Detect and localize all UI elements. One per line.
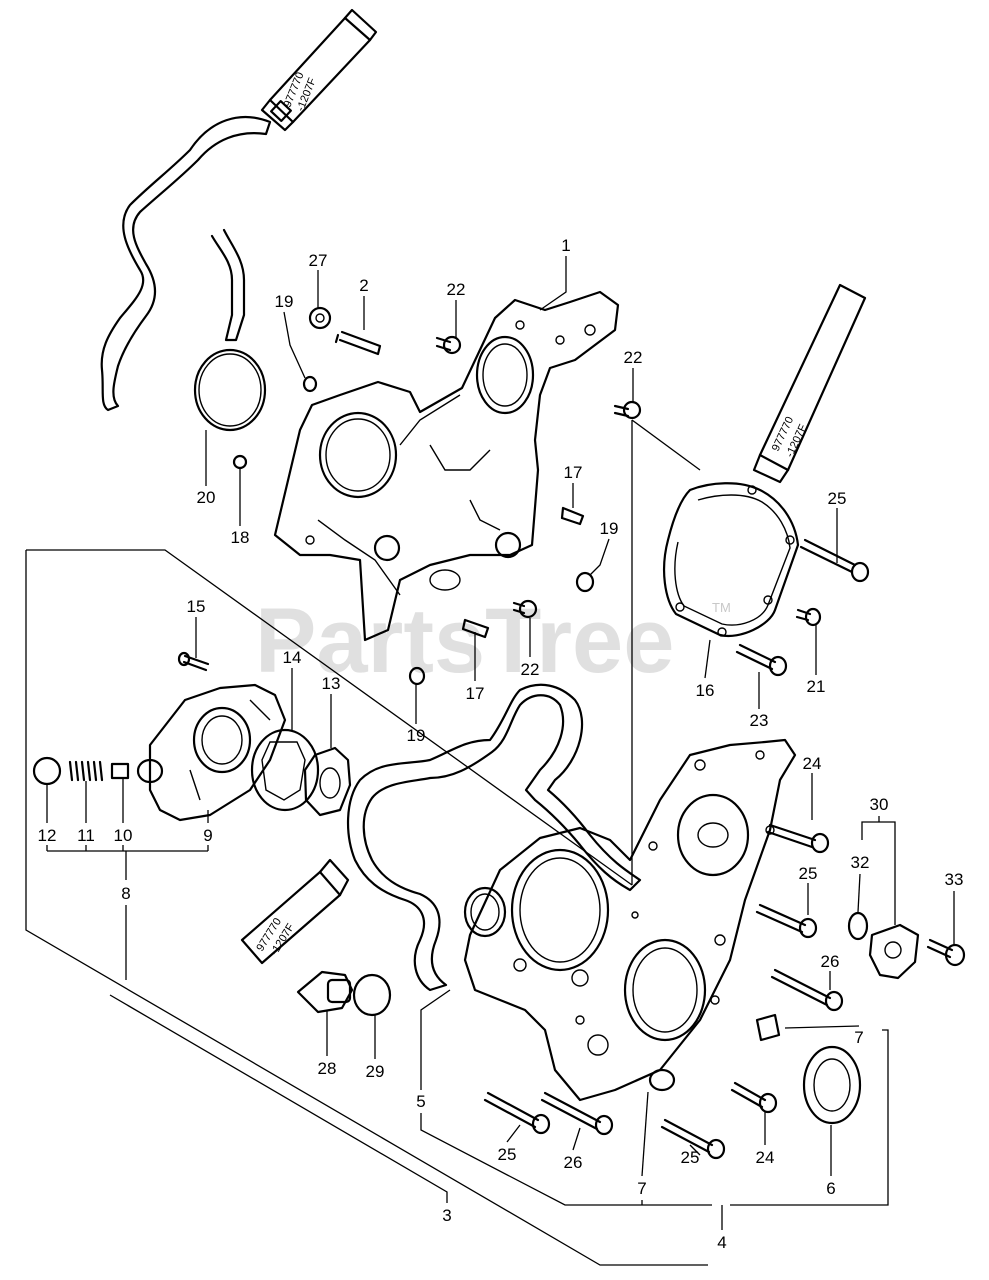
callout-c18: 18 [231,528,250,547]
callout-c26a: 26 [821,952,840,971]
callout-c6: 6 [826,1179,835,1198]
nut-27 [308,306,332,330]
sealant-tube-top: 977770 -1207F [260,8,378,132]
callout-c20: 20 [197,488,216,507]
cap-12 [32,756,62,786]
callout-c25c: 25 [498,1145,517,1164]
bolt-22-bottom [512,599,538,619]
callout-c9: 9 [203,826,212,845]
dowel-17b [461,618,490,639]
o-ring-19c [408,666,426,686]
callout-c25a: 25 [828,489,847,508]
callout-c12: 12 [38,826,57,845]
gasket-upper-tail [210,228,246,342]
sealant-tube-right: 977770 -1207F [752,283,867,484]
plug-7a [755,1013,781,1042]
callout-c22c: 22 [521,660,540,679]
watermark-text: PartsTree [255,590,674,692]
bolt-26-bottom [540,1091,614,1136]
callout-c17b: 17 [466,684,485,703]
callout-c22a: 22 [447,280,466,299]
callout-c21: 21 [807,677,826,696]
timing-case [463,738,797,1102]
plug-7b [648,1068,676,1092]
rotor-14 [250,728,320,812]
o-ring-29 [352,973,392,1017]
callout-c3: 3 [442,1206,451,1225]
dowel-17a [560,506,585,526]
callout-c22b: 22 [624,348,643,367]
bolt-25-mid [755,903,818,939]
callout-c26b: 26 [564,1153,583,1172]
sealant-tube-lower: 977770 -1207F [240,858,350,965]
valve-seat [136,758,164,784]
callout-c4: 4 [717,1233,726,1252]
bolt-25-bottom-left [483,1091,551,1135]
watermark: PartsTree TM [255,590,731,692]
o-ring-18 [232,454,248,470]
callout-c33: 33 [945,870,964,889]
o-ring-32 [847,911,869,941]
cover-plate-16 [662,482,800,638]
o-ring-20 [193,348,267,432]
bolt-23 [735,643,788,677]
callout-c19a: 19 [275,292,294,311]
callout-c16: 16 [696,681,715,700]
bolt-24-top [766,823,830,854]
spring-11 [68,760,104,782]
callout-c11: 11 [77,826,95,845]
callout-c14: 14 [283,648,302,667]
bolt-25-bottom-right [660,1118,726,1160]
bolt-15 [177,651,210,672]
callout-c29: 29 [366,1062,385,1081]
callout-c25b: 25 [799,864,818,883]
gasket-middle [347,683,642,992]
sender-30 [868,923,920,980]
gear-case [273,290,620,642]
oil-filler-cap-28 [296,970,354,1014]
callout-c5: 5 [416,1092,425,1111]
callout-c24a: 24 [803,754,822,773]
gasket-upper [100,115,272,412]
o-ring-19a [302,375,318,393]
callout-c24b: 24 [756,1148,775,1167]
callout-c2: 2 [359,276,368,295]
bolt-21 [795,607,822,627]
callout-c25d: 25 [681,1148,700,1167]
callout-c17a: 17 [564,463,583,482]
callout-c30: 30 [870,795,889,814]
o-ring-19b [575,571,595,593]
watermark-tm: TM [712,600,731,615]
callout-c8: 8 [121,884,130,903]
valve-10 [110,762,130,780]
rotor-13 [303,746,352,817]
callout-c7a: 7 [854,1028,863,1047]
callout-c10: 10 [114,826,133,845]
bolt-24-bottom [730,1081,778,1114]
bolt-25-top-right [799,538,870,583]
bolt-22-top [435,335,462,355]
bolt-22-right [613,400,642,420]
callout-c23: 23 [750,711,769,730]
callout-c32: 32 [851,853,870,872]
callout-c1: 1 [561,236,570,255]
callout-c15: 15 [187,597,206,616]
callout-c27: 27 [309,251,328,270]
bolt-26-right [770,968,844,1012]
callout-c19b: 19 [600,519,619,538]
callout-c19c: 19 [407,726,426,745]
stud-2 [334,330,382,356]
callout-c28: 28 [318,1059,337,1078]
oil-seal-6 [802,1045,862,1125]
leader-lines [25,256,955,1266]
callout-labels: 1234567789101112131415161717181919192021… [38,236,964,1252]
oil-pump-body-9 [148,683,287,822]
bolt-33 [926,938,966,967]
callout-c13: 13 [322,674,341,693]
callout-c7b: 7 [637,1179,646,1198]
